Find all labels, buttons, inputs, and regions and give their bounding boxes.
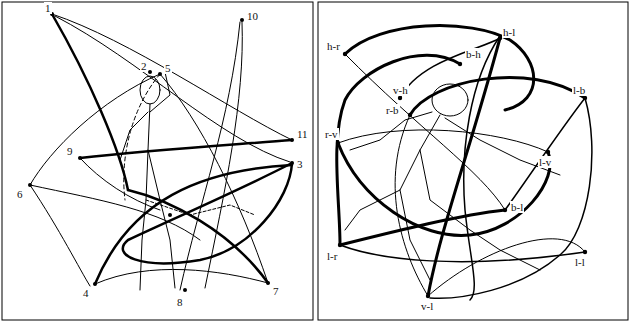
direction-label: l-b — [572, 84, 586, 96]
trace-curve — [30, 14, 292, 290]
dancer-figure — [345, 84, 560, 280]
direction-label: h-r — [326, 40, 341, 52]
panel-frame — [318, 2, 628, 320]
callout-number: 2 — [140, 60, 148, 72]
direction-label: r-b — [385, 104, 400, 116]
direction-label: l-r — [326, 250, 338, 262]
trace-curve — [337, 26, 592, 300]
direction-label: h-l — [502, 26, 516, 38]
direction-label: v-h — [392, 84, 409, 96]
direction-label: b-l — [510, 201, 524, 213]
point-dot — [336, 36, 587, 298]
callout-number: 9 — [66, 145, 74, 157]
callout-number: 3 — [296, 158, 304, 170]
callout-number: 4 — [82, 287, 90, 299]
direction-label: b-h — [465, 48, 482, 60]
callout-number: 5 — [164, 62, 172, 74]
direction-label: r-v — [324, 128, 339, 140]
callout-number: 6 — [16, 188, 24, 200]
direction-label: v-l — [420, 300, 434, 312]
direction-label: l-l — [574, 256, 586, 268]
callout-number: 8 — [176, 296, 184, 308]
point-dot — [28, 12, 294, 292]
panel-frame — [2, 2, 313, 320]
callout-number: 11 — [296, 128, 309, 140]
direction-label: l-v — [538, 156, 552, 168]
callout-number: 7 — [272, 285, 280, 297]
callout-number: 1 — [44, 2, 52, 14]
callout-number: 10 — [246, 10, 259, 22]
